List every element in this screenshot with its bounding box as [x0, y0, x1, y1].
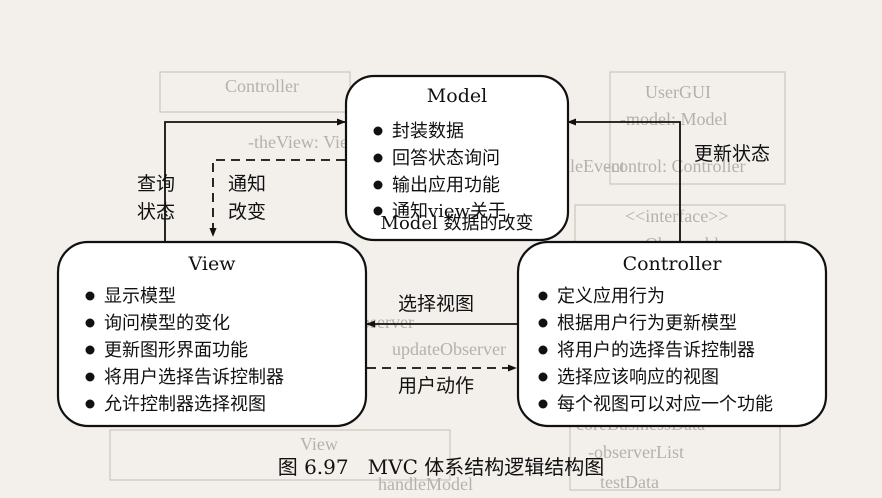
notify-change-arrow	[209, 159, 345, 237]
view-bullet	[85, 372, 95, 382]
controller-item-4: 选择应该响应的视图	[557, 367, 719, 388]
view-item-1: 显示模型	[104, 286, 176, 307]
model-bullet	[373, 180, 383, 190]
bleed-text-view: View	[300, 434, 338, 454]
controller-item-1: 定义应用行为	[557, 286, 665, 307]
view-bullet	[85, 399, 95, 409]
model-item-1: 封装数据	[392, 121, 464, 142]
bleed-text-updateobserver: updateObserver	[392, 339, 506, 359]
view-bullet	[85, 291, 95, 301]
view-item-5: 允许控制器选择视图	[104, 394, 266, 415]
controller-item-3: 将用户的选择告诉控制器	[557, 340, 755, 361]
controller-bullet	[538, 345, 548, 355]
model-node: Model 封装数据 回答状态询问 输出应用功能 通知view关于 Model …	[344, 74, 570, 242]
connectors	[164, 118, 681, 372]
view-bullet	[85, 318, 95, 328]
update-state-arrow	[567, 118, 681, 252]
edge-labels: 查询 状态 通知 改变 更新状态 选择视图 用户动作	[137, 143, 770, 397]
query-state-label-line2: 状态	[137, 201, 175, 223]
model-item-2: 回答状态询问	[392, 148, 500, 169]
bleed-text-theview: -theView: View	[248, 132, 361, 152]
controller-bullet	[538, 372, 548, 382]
update-state-label: 更新状态	[694, 143, 770, 165]
controller-bullet	[538, 291, 548, 301]
notify-change-label-line1: 通知	[228, 173, 266, 195]
model-bullet	[373, 126, 383, 136]
figure-caption: 图 6.97 MVC 体系结构逻辑结构图	[278, 455, 605, 479]
bleed-text-handlemodel: handleModel	[378, 474, 473, 494]
controller-bullet	[538, 399, 548, 409]
select-view-label: 选择视图	[398, 293, 474, 315]
controller-node: Controller 定义应用行为 根据用户行为更新模型 将用户的选择告诉控制器…	[516, 240, 828, 428]
view-item-2: 询问模型的变化	[104, 313, 230, 334]
view-title: View	[188, 253, 237, 275]
model-item-4: 通知view关于	[392, 201, 506, 222]
model-bullet	[373, 153, 383, 163]
model-title: Model	[427, 85, 487, 107]
controller-item-2: 根据用户行为更新模型	[557, 313, 737, 334]
view-item-3: 更新图形界面功能	[104, 340, 248, 361]
controller-title: Controller	[623, 253, 723, 275]
bleed-text-testdata: testData	[600, 472, 659, 492]
bleed-text-control: -control: Controller	[605, 156, 745, 176]
bleed-text-observerlist: -observerList	[588, 442, 684, 462]
query-state-label-line1: 查询	[137, 173, 175, 195]
bleed-text-interface: <<interface>>	[625, 206, 729, 226]
model-item-3: 输出应用功能	[392, 175, 500, 196]
bleed-text-usergui: UserGUI	[645, 82, 711, 102]
user-action-label: 用户动作	[398, 375, 474, 397]
controller-item-5: 每个视图可以对应一个功能	[557, 394, 773, 415]
view-item-4: 将用户选择告诉控制器	[104, 367, 284, 388]
model-item-4-continuation: Model 数据的改变	[381, 213, 534, 234]
notify-change-label-line2: 改变	[228, 201, 266, 223]
bleed-text-model: -model: Model	[620, 109, 727, 129]
bleed-text-controller: Controller	[225, 76, 299, 96]
query-state-arrow	[164, 118, 346, 252]
view-bullet	[85, 345, 95, 355]
view-node: View 显示模型 询问模型的变化 更新图形界面功能 将用户选择告诉控制器 允许…	[56, 240, 368, 428]
controller-bullet	[538, 318, 548, 328]
model-bullet	[373, 206, 383, 216]
